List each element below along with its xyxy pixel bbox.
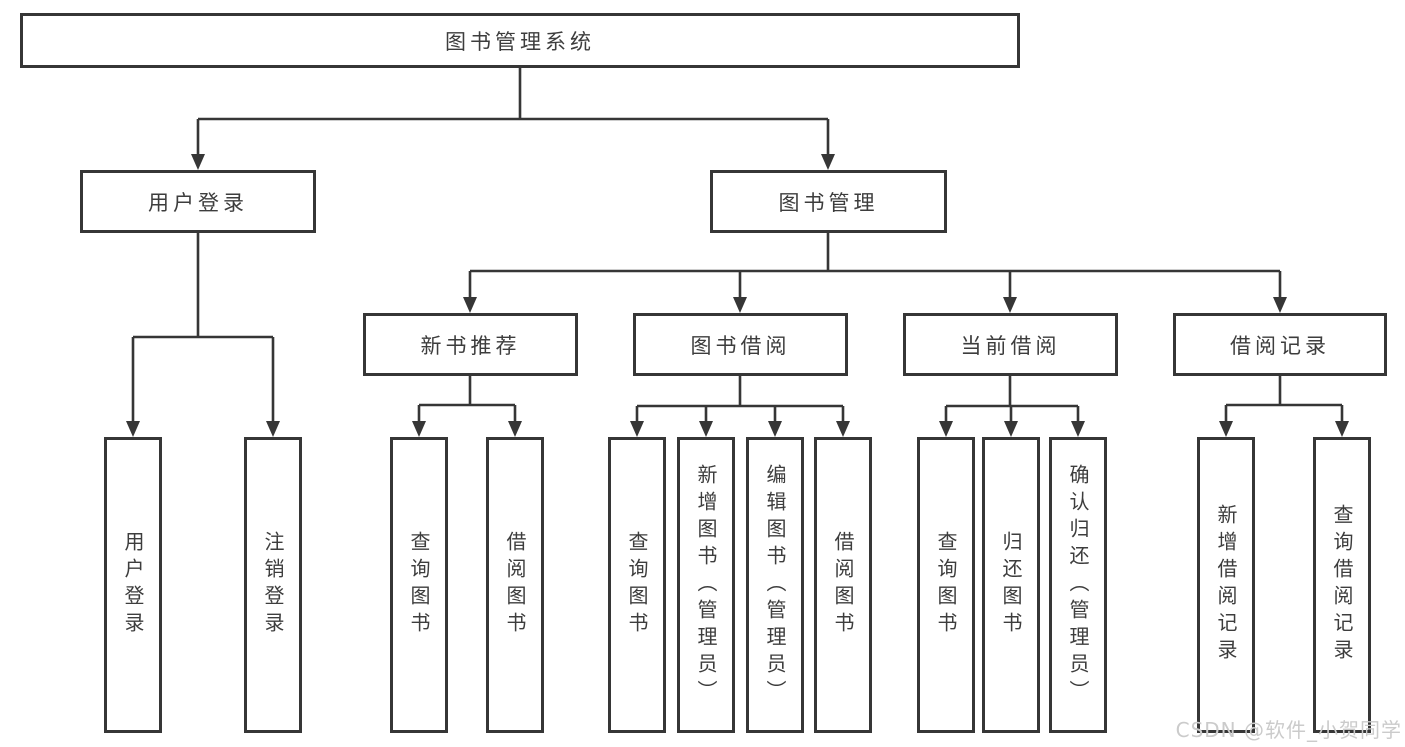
node-borrow-records: 借阅记录 <box>1173 313 1387 376</box>
leaf-borrow-books: 借阅图书 <box>814 437 872 733</box>
node-new-book-recommend: 新书推荐 <box>363 313 578 376</box>
leaf-return-books: 归还图书 <box>982 437 1040 733</box>
node-user-login: 用户登录 <box>80 170 316 233</box>
leaf-edit-book-admin: 编辑图书（管理员） <box>746 437 804 733</box>
leaf-logout: 注销登录 <box>244 437 302 733</box>
leaf-confirm-return-admin: 确认归还（管理员） <box>1049 437 1107 733</box>
leaf-add-borrow-record: 新增借阅记录 <box>1197 437 1255 733</box>
leaf-query-books-current: 查询图书 <box>917 437 975 733</box>
node-root: 图书管理系统 <box>20 13 1020 68</box>
node-book-management: 图书管理 <box>710 170 947 233</box>
leaf-user-login: 用户登录 <box>104 437 162 733</box>
leaf-query-books-borrow: 查询图书 <box>608 437 666 733</box>
leaf-query-borrow-record: 查询借阅记录 <box>1313 437 1371 733</box>
leaf-query-books-recommend: 查询图书 <box>390 437 448 733</box>
node-book-borrow: 图书借阅 <box>633 313 848 376</box>
watermark: CSDN @软件_小贺同学 <box>1175 718 1402 742</box>
node-current-borrow: 当前借阅 <box>903 313 1118 376</box>
leaf-add-book-admin: 新增图书（管理员） <box>677 437 735 733</box>
leaf-borrow-books-recommend: 借阅图书 <box>486 437 544 733</box>
